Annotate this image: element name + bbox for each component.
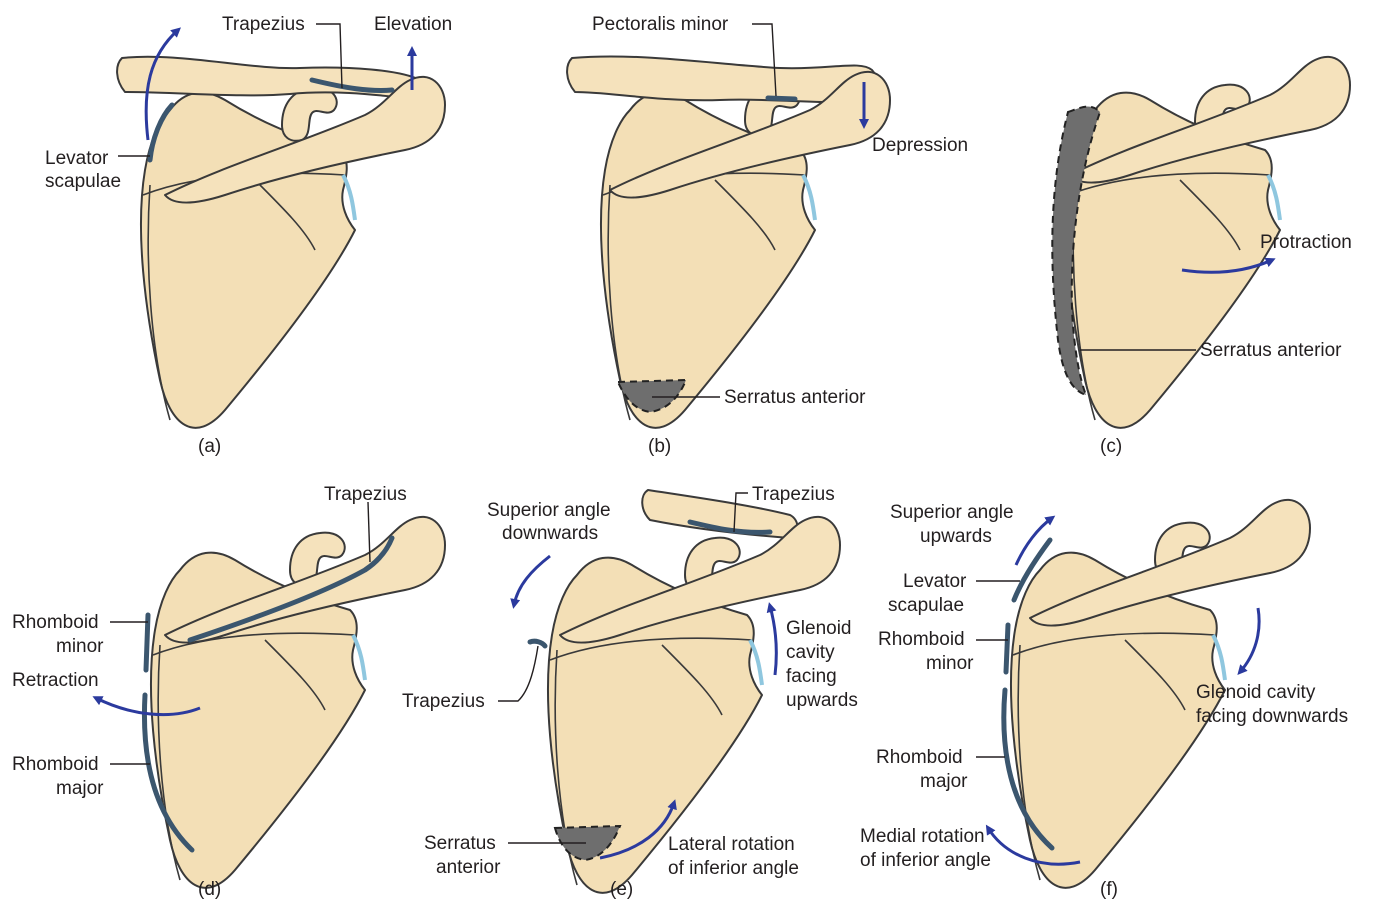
label-levator-a-1: Levator bbox=[45, 148, 109, 169]
label-levator-f-1: Levator bbox=[903, 571, 967, 592]
panel-c: Protraction Serratus anterior (c) bbox=[1052, 57, 1352, 457]
label-glenoid-e-3: facing bbox=[786, 666, 837, 687]
caption-d: (d) bbox=[198, 879, 221, 900]
label-rhomboid-minor-d-2: minor bbox=[56, 636, 104, 657]
label-glenoid-e-4: upwards bbox=[786, 690, 858, 711]
panel-d: Trapezius Rhomboid minor Retraction Rhom… bbox=[12, 484, 445, 900]
label-rhomboid-minor-d-1: Rhomboid bbox=[12, 612, 99, 633]
superior-angle-arrow-e bbox=[514, 556, 550, 605]
pectoralis-muscle-b bbox=[768, 98, 795, 99]
label-glenoid-e-2: cavity bbox=[786, 642, 835, 663]
label-glenoid-e-1: Glenoid bbox=[786, 618, 852, 639]
label-serratus-e-2: anterior bbox=[436, 857, 501, 878]
panel-e: Trapezius Superior angle downwards Trape… bbox=[402, 484, 858, 900]
panel-f: Superior angle upwards Levator scapulae … bbox=[860, 500, 1348, 900]
label-protraction-c: Protraction bbox=[1260, 232, 1352, 253]
label-trapezius-d: Trapezius bbox=[324, 484, 407, 505]
label-depression-b: Depression bbox=[872, 135, 968, 156]
label-superior-e-2: downwards bbox=[502, 523, 598, 544]
rhomboid-minor-muscle-d bbox=[146, 615, 148, 670]
caption-c: (c) bbox=[1100, 436, 1122, 457]
label-retraction-d: Retraction bbox=[12, 670, 99, 691]
label-trapezius-top-e: Trapezius bbox=[752, 484, 835, 505]
label-lateral-e-1: Lateral rotation bbox=[668, 834, 795, 855]
label-medial-f-1: Medial rotation bbox=[860, 826, 985, 847]
label-rhomboid-major-d-1: Rhomboid bbox=[12, 754, 99, 775]
trapezius-mid-muscle-e bbox=[530, 641, 545, 646]
panel-b: Pectoralis minor Depression Serratus ant… bbox=[567, 14, 968, 457]
label-serratus-c: Serratus anterior bbox=[1200, 340, 1342, 361]
label-levator-f-2: scapulae bbox=[888, 595, 964, 616]
label-serratus-b: Serratus anterior bbox=[724, 387, 866, 408]
label-rhomboid-major-f-1: Rhomboid bbox=[876, 747, 963, 768]
leader-trapezius-mid-e bbox=[498, 646, 538, 701]
panel-a: Trapezius Elevation Levator scapulae (a) bbox=[45, 14, 452, 457]
label-superior-f-2: upwards bbox=[920, 526, 992, 547]
label-superior-e-1: Superior angle bbox=[487, 500, 611, 521]
label-elevation-a: Elevation bbox=[374, 14, 452, 35]
label-rhomboid-minor-f-1: Rhomboid bbox=[878, 629, 965, 650]
glenoid-arrow-f bbox=[1240, 608, 1259, 672]
label-rhomboid-major-f-2: major bbox=[920, 771, 968, 792]
rhomboid-minor-muscle-f bbox=[1006, 625, 1008, 672]
label-pectoralis-b: Pectoralis minor bbox=[592, 14, 729, 35]
label-medial-f-2: of inferior angle bbox=[860, 850, 991, 871]
label-trapezius-mid-e: Trapezius bbox=[402, 691, 485, 712]
caption-f: (f) bbox=[1100, 879, 1118, 900]
caption-e: (e) bbox=[610, 879, 633, 900]
label-levator-a-2: scapulae bbox=[45, 171, 121, 192]
label-glenoid-f-2: facing downwards bbox=[1196, 706, 1348, 727]
glenoid-arrow-e bbox=[770, 606, 776, 675]
caption-a: (a) bbox=[198, 436, 221, 457]
label-lateral-e-2: of inferior angle bbox=[668, 858, 799, 879]
label-superior-f-1: Superior angle bbox=[890, 502, 1014, 523]
label-trapezius-a: Trapezius bbox=[222, 14, 305, 35]
caption-b: (b) bbox=[648, 436, 671, 457]
label-serratus-e-1: Serratus bbox=[424, 833, 496, 854]
label-glenoid-f-1: Glenoid cavity bbox=[1196, 682, 1316, 703]
label-rhomboid-minor-f-2: minor bbox=[926, 653, 974, 674]
label-rhomboid-major-d-2: major bbox=[56, 778, 104, 799]
